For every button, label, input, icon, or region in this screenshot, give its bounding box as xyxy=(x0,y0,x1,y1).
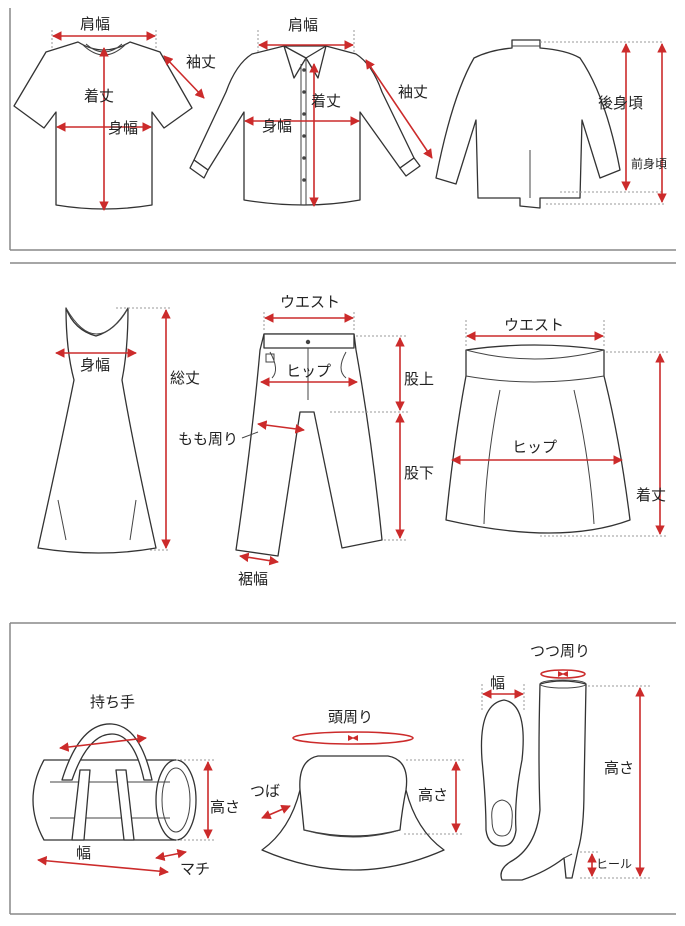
boot-height-label: 高さ xyxy=(604,759,634,777)
bag-gusset-arrow xyxy=(155,848,187,862)
dress-measurements xyxy=(55,307,171,551)
hat-height-label: 高さ xyxy=(418,786,448,804)
pants-inseam-label: 股下 xyxy=(404,464,434,482)
pants-hem-label: 裾幅 xyxy=(238,570,268,588)
skirt-length-label: 着丈 xyxy=(636,486,666,504)
boot-measurements xyxy=(540,669,650,879)
jacket-measurements xyxy=(540,41,667,205)
section-dividers xyxy=(9,8,676,915)
jacket-back-label: 後身頃 xyxy=(598,94,643,112)
shirt-sleeve-label: 袖丈 xyxy=(398,83,428,101)
pants-rise-label: 股上 xyxy=(404,370,434,388)
jacket-illustration xyxy=(435,39,621,209)
pants-hip-label: ヒップ xyxy=(286,362,331,380)
pants-measurements xyxy=(239,312,408,566)
tshirt-illustration xyxy=(13,41,193,210)
shirt-shoulder-label: 肩幅 xyxy=(288,16,318,34)
dress-illustration xyxy=(37,307,157,554)
shirt-measurements xyxy=(244,30,433,207)
skirt-hip-label: ヒップ xyxy=(512,438,557,456)
sole-illustration xyxy=(480,699,524,847)
dress-total-label: 総丈 xyxy=(170,369,200,387)
tshirt-sleeve-label: 袖丈 xyxy=(186,53,216,71)
hat-illustration xyxy=(261,755,445,871)
bag-handle-label: 持ち手 xyxy=(90,693,135,711)
pants-illustration xyxy=(235,333,383,557)
tshirt-shoulder-label: 肩幅 xyxy=(80,15,110,33)
hat-head-ellipse xyxy=(292,731,414,745)
skirt-waist-label: ウエスト xyxy=(504,316,564,334)
shirt-body-label: 身幅 xyxy=(262,117,292,135)
pants-thigh-label: もも周り xyxy=(178,430,238,448)
boot-illustration xyxy=(500,679,587,881)
pants-hem-arrow xyxy=(239,552,279,566)
dress-body-label: 身幅 xyxy=(80,356,110,374)
boot-heel-label: ヒール xyxy=(596,857,632,871)
jacket-front-label: 前身頃 xyxy=(631,156,667,171)
shirt-sleeve-arrow xyxy=(365,59,433,159)
bag-height-label: 高さ xyxy=(210,798,240,816)
sole-measurements xyxy=(481,684,525,712)
hat-brim-arrow xyxy=(261,804,291,820)
pants-waist-label: ウエスト xyxy=(280,293,340,311)
sole-width-label: 幅 xyxy=(490,674,505,692)
tshirt-body-label: 身幅 xyxy=(108,119,138,137)
tshirt-length-label: 着丈 xyxy=(84,87,114,105)
boot-toe-label: つつ周り xyxy=(530,642,590,660)
boot-toe-ellipse xyxy=(540,669,586,679)
bag-gusset-label: マチ xyxy=(180,860,210,878)
skirt-measurements xyxy=(451,320,668,537)
bag-handle-arrow xyxy=(59,734,147,752)
hat-head-label: 頭周り xyxy=(328,708,373,726)
hat-brim-label: つば xyxy=(250,782,280,800)
hat-measurements xyxy=(261,731,464,835)
pants-thigh-arrow xyxy=(257,420,305,434)
tshirt-measurements xyxy=(51,30,205,211)
bag-measurements xyxy=(37,734,214,876)
shirt-buttons xyxy=(302,68,306,182)
bag-width-label: 幅 xyxy=(76,844,91,862)
bag-width-arrow xyxy=(37,856,169,876)
tshirt-sleeve-arrow xyxy=(163,55,205,99)
shirt-length-label: 着丈 xyxy=(311,92,341,110)
